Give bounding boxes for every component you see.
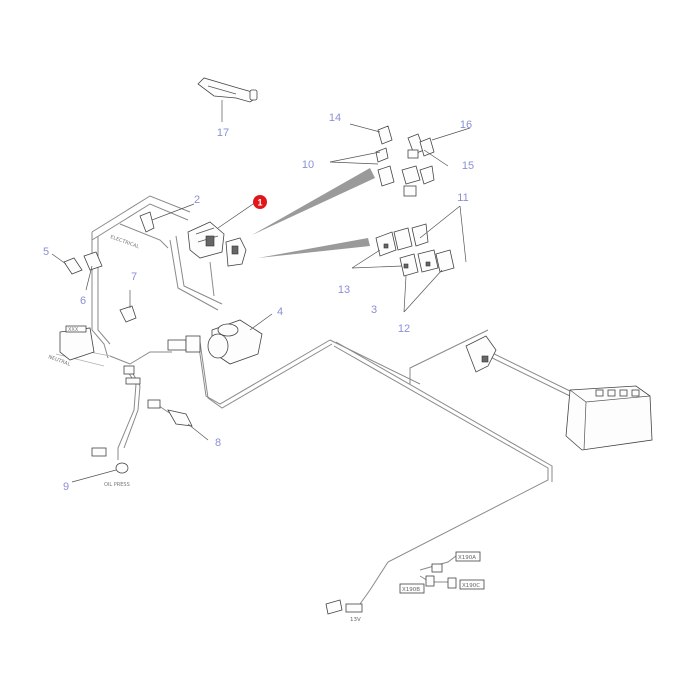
svg-text:1: 1 [257, 198, 262, 208]
part-5-6-sensors [51, 251, 103, 291]
callout-6[interactable]: 6 [80, 295, 86, 307]
svg-text:XXX: XXX [68, 327, 79, 333]
lower-connectors [325, 551, 485, 615]
harness-wires [55, 195, 581, 605]
callout-8[interactable]: 8 [215, 437, 221, 449]
projection-wedge-upper [252, 168, 375, 235]
connector-x190a-label: X190A [458, 555, 476, 561]
part-2-sensor: ELECTRICAL [109, 203, 195, 250]
callout-12[interactable]: 12 [398, 323, 410, 335]
callout-4[interactable]: 4 [277, 306, 283, 318]
part-17-tube [197, 77, 258, 122]
svg-text:ELECTRICAL: ELECTRICAL [109, 234, 140, 250]
callout-13[interactable]: 13 [338, 284, 350, 296]
part-1-relay [187, 201, 257, 267]
callout-2[interactable]: 2 [194, 194, 200, 206]
connector-13v-label: 13V [350, 617, 361, 623]
connector-cluster [123, 335, 201, 385]
callout-7[interactable]: 7 [131, 271, 137, 283]
projection-wedge-lower [258, 238, 370, 258]
battery [565, 385, 653, 451]
callout-14[interactable]: 14 [329, 112, 341, 124]
svg-text:OIL PRESS: OIL PRESS [104, 482, 130, 488]
callout-10[interactable]: 10 [302, 159, 314, 171]
connector-x190c-label: X190C [462, 583, 480, 589]
callout-3[interactable]: 3 [371, 304, 377, 316]
relay-block [351, 205, 467, 313]
part-4-starter-motor [207, 313, 273, 365]
highlight-marker-1[interactable]: 1 [253, 195, 267, 209]
callout-16[interactable]: 16 [460, 119, 472, 131]
part-9-sensor: OIL PRESS [71, 447, 130, 488]
callout-17[interactable]: 17 [217, 127, 229, 139]
part-7-sensor [119, 290, 137, 323]
callout-11[interactable]: 11 [457, 192, 468, 204]
callout-5[interactable]: 5 [43, 246, 49, 258]
callout-15[interactable]: 15 [462, 160, 474, 172]
battery-cable-bracket [465, 335, 497, 373]
switch-box: XXX NEUTRAL [47, 325, 95, 368]
relay-holder-parts [329, 123, 471, 197]
callout-9[interactable]: 9 [63, 481, 69, 493]
part-8-sensor [147, 399, 209, 441]
connector-x190b-label: X190B [402, 587, 420, 593]
